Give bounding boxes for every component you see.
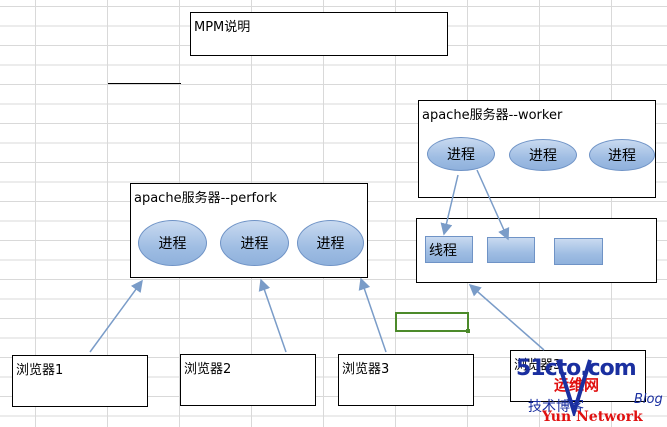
worker-process-2: 进程 bbox=[509, 139, 577, 171]
browser-4-label: 浏览器3 bbox=[514, 358, 562, 373]
browser-box-3: 浏览器3 bbox=[338, 354, 474, 406]
cell-border-line bbox=[108, 83, 181, 84]
browser-1-label: 浏览器1 bbox=[16, 363, 64, 378]
browser-3-label: 浏览器3 bbox=[342, 362, 390, 377]
arrow-browser4-to-thread bbox=[468, 284, 545, 351]
thread-1-label: 线程 bbox=[429, 242, 457, 259]
watermark-line3: Blog bbox=[634, 392, 663, 407]
selected-cell[interactable] bbox=[395, 312, 469, 332]
watermark-brand: Yun Network bbox=[542, 409, 643, 425]
worker-process-3: 进程 bbox=[589, 139, 655, 171]
worker-server-box: apache服务器--worker 进程 进程 进程 bbox=[418, 100, 656, 198]
worker-process-1: 进程 bbox=[427, 137, 495, 171]
prefork-process-3: 进程 bbox=[297, 220, 364, 266]
prefork-process-2: 进程 bbox=[220, 220, 289, 266]
prefork-server-title: apache服务器--perfork bbox=[134, 191, 277, 206]
worker-process-1-label: 进程 bbox=[447, 147, 475, 163]
thread-box: 线程 bbox=[416, 218, 657, 283]
site-watermark: 51cto.com 运维网 技术博客 Blog Yun Network bbox=[514, 350, 667, 427]
arrow-browser2-to-prefork bbox=[258, 278, 287, 353]
watermark-v-logo bbox=[556, 359, 592, 416]
browser-box-1: 浏览器1 bbox=[12, 355, 148, 407]
prefork-process-1-label: 进程 bbox=[158, 236, 187, 252]
worker-process-2-label: 进程 bbox=[529, 148, 557, 164]
thread-2 bbox=[487, 237, 535, 263]
thread-1: 线程 bbox=[425, 236, 473, 263]
prefork-process-2-label: 进程 bbox=[240, 236, 269, 252]
browser-2-label: 浏览器2 bbox=[184, 362, 232, 377]
title-text: MPM说明 bbox=[194, 20, 251, 35]
arrow-process-to-thread-1 bbox=[440, 174, 459, 236]
worker-process-3-label: 进程 bbox=[608, 148, 636, 164]
prefork-process-3-label: 进程 bbox=[316, 236, 345, 252]
arrow-process-to-thread-2 bbox=[476, 169, 510, 241]
thread-3 bbox=[554, 238, 603, 265]
watermark-site: 51cto.com bbox=[516, 356, 637, 381]
worker-server-title: apache服务器--worker bbox=[422, 108, 563, 123]
arrow-browser3-to-prefork bbox=[358, 277, 387, 353]
fill-handle[interactable] bbox=[466, 329, 470, 333]
prefork-process-1: 进程 bbox=[138, 220, 207, 266]
title-box: MPM说明 bbox=[190, 12, 448, 56]
arrow-browser1-to-prefork bbox=[89, 279, 143, 353]
browser-box-2: 浏览器2 bbox=[180, 354, 316, 406]
prefork-server-box: apache服务器--perfork 进程 进程 进程 bbox=[130, 183, 368, 278]
